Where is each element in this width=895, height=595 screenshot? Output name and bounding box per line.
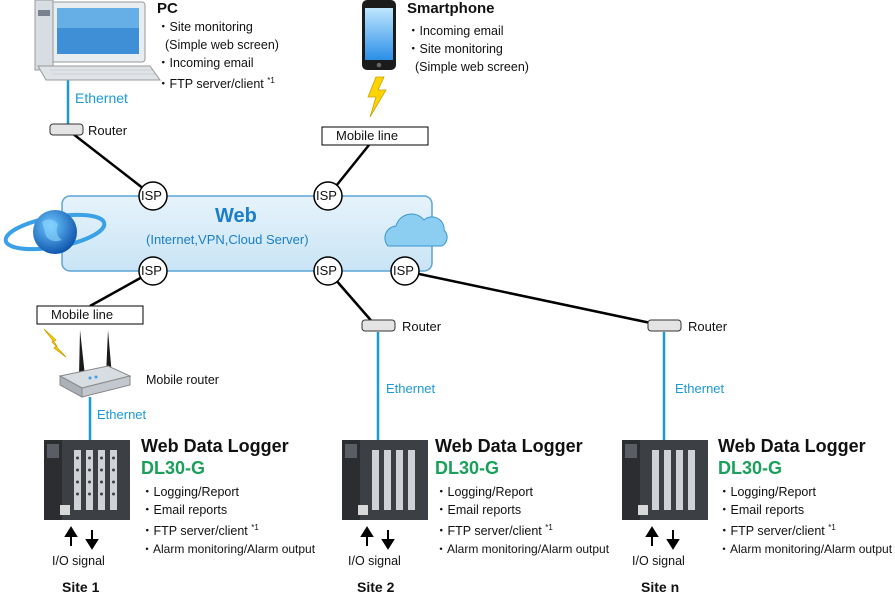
pc-title: PC [157,0,178,17]
siten-ethernet-label: Ethernet [675,381,725,396]
site2-logger-title: Web Data Logger [435,436,583,456]
siten-item: ・Alarm monitoring/Alarm output [718,542,893,557]
siten-item: ・Logging/Report [718,485,816,499]
isp-label: ISP [141,188,162,203]
pc-items: ・Site monitoring (Simple web screen) ・In… [157,18,279,93]
pc-item: ・FTP server/client [157,77,264,92]
siten-label: Site n [641,579,680,595]
isp-node [313,181,343,211]
site1-io-label: I/O signal [52,554,105,568]
site1-item: ・Logging/Report [141,485,239,499]
site2-item: ・Alarm monitoring/Alarm output [435,542,610,557]
site2-model: DL30-G [435,458,500,478]
isp-label: ISP [141,263,162,278]
isp-node [138,181,168,211]
site2-router-icon [361,319,396,332]
site2-router-label: Router [402,319,442,334]
site2-item: ・FTP server/client [435,524,542,539]
siten-item: ・FTP server/client [718,524,825,539]
site2-label: Site 2 [357,579,395,595]
isp-node [138,256,168,286]
web-title: Web [215,205,257,227]
site2-ethernet-label: Ethernet [386,381,436,396]
siten-router-label: Router [688,319,728,334]
siten-items: ・Logging/Report ・Email reports ・FTP serv… [718,483,892,558]
pc-icon [34,0,161,81]
site2-items: ・Logging/Report ・Email reports ・FTP serv… [435,483,609,558]
site1-model: DL30-G [141,458,206,478]
pc-item: ・Incoming email [157,56,254,70]
site1-mobile-line-label: Mobile line [51,307,114,322]
pc-item: ・Site monitoring [157,20,253,34]
site1-footnote: *1 [251,523,259,532]
smartphone-title: Smartphone [407,0,495,17]
isp-nodes [138,181,420,286]
pc-item: (Simple web screen) [165,38,279,52]
ethernet-lines [66,80,666,440]
smartphone-mobile-line-label: Mobile line [336,128,399,143]
pc-router-label: Router [88,123,128,138]
site1-items: ・Logging/Report ・Email reports ・FTP serv… [141,483,315,558]
lightning-icon [367,76,387,118]
web-subtitle: (Internet,VPN,Cloud Server) [146,232,309,247]
site1-item: ・Email reports [141,503,228,517]
site2-footnote: *1 [545,523,553,532]
lightning-icon [43,328,67,358]
site2-logger-icon [342,440,428,520]
smartphone-item: ・Incoming email [407,24,504,38]
site1-label: Site 1 [62,579,100,595]
siten-model: DL30-G [718,458,783,478]
siten-io-label: I/O signal [632,554,685,568]
site1-ethernet-label: Ethernet [97,407,147,422]
siten-logger-title: Web Data Logger [718,436,866,456]
io-arrows [64,526,680,550]
site1-mobile-router-label: Mobile router [146,373,219,387]
smartphone-icon [362,0,396,70]
site1-logger-icon [44,440,130,520]
site1-mobile-line-box [36,305,144,325]
smartphone-items: ・Incoming email ・Site monitoring (Simple… [407,22,529,76]
smartphone-item: ・Site monitoring [407,42,503,56]
smartphone-mobile-line-box [321,126,429,146]
isp-node [390,256,420,286]
site2-io-label: I/O signal [348,554,401,568]
siten-item: ・Email reports [718,503,805,517]
cloud-icon [384,213,448,247]
pc-router-icon [49,123,84,136]
site2-item: ・Email reports [435,503,522,517]
siten-footnote: *1 [828,523,836,532]
pc-footnote: *1 [267,76,275,85]
site1-logger-title: Web Data Logger [141,436,289,456]
isp-node [313,256,343,286]
siten-logger-icon [622,440,708,520]
isp-label: ISP [316,188,337,203]
globe-icon [3,210,107,254]
isp-label: ISP [316,263,337,278]
site1-item: ・Alarm monitoring/Alarm output [141,542,316,557]
siten-router-icon [647,319,682,332]
site1-item: ・FTP server/client [141,524,248,539]
smartphone-item: (Simple web screen) [415,60,529,74]
mobile-router-icon [58,330,132,398]
pc-ethernet-label: Ethernet [75,90,128,106]
isp-label: ISP [393,263,414,278]
site2-item: ・Logging/Report [435,485,533,499]
